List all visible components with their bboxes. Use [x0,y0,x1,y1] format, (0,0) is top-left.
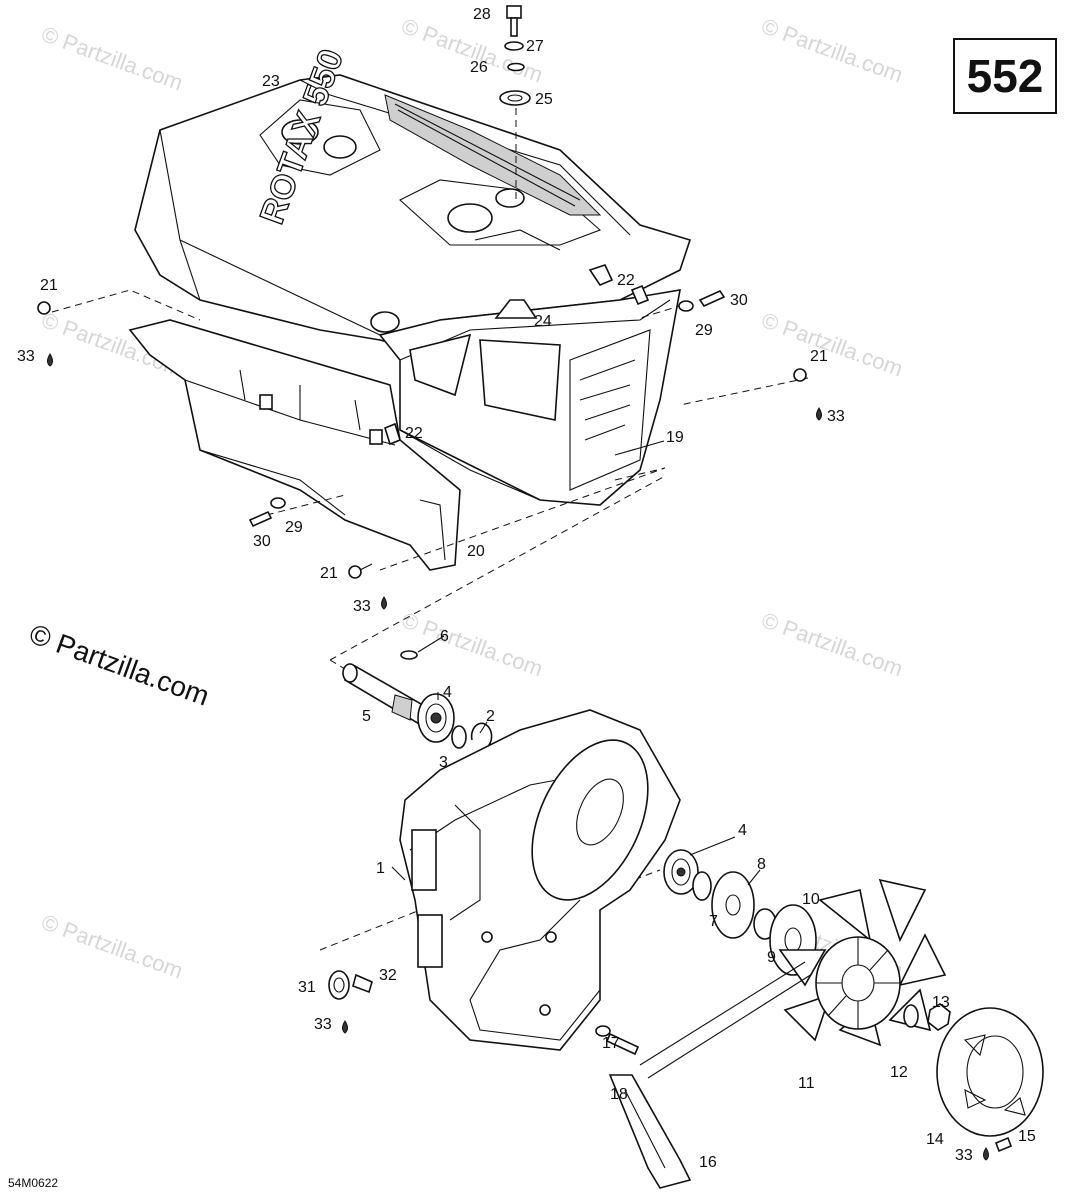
page-number: 552 [966,50,1044,102]
fan-housing-23: ROTAX 550 [134,44,692,346]
shim-3 [451,725,467,749]
washer-12 [903,1004,919,1028]
callout-6: 6 [440,628,449,645]
watermark: © Partzilla.com [398,13,546,87]
callout-20: 20 [467,543,485,560]
callout-12: 12 [890,1064,908,1081]
drop-icon [342,1020,348,1034]
callout-21: 21 [40,277,58,294]
bearing-4-upper [417,693,455,743]
spacer-7 [692,871,712,901]
nut-13 [927,1003,951,1031]
callout-3: 3 [439,754,448,771]
key-6 [400,650,418,660]
callout-33: 33 [353,598,371,615]
callout-13: 13 [932,994,950,1011]
callout-27: 27 [526,38,544,55]
callout-4: 4 [738,822,747,839]
fan-11 [778,878,947,1047]
screw-18 [605,1032,640,1056]
callout-30: 30 [253,533,271,550]
callout-26: 26 [470,59,488,76]
washer-17 [595,1025,611,1037]
pulley-half-8 [711,871,755,939]
callout-21: 21 [810,348,828,365]
drop-icon [816,407,822,421]
drop-icon [381,596,387,610]
upper-hardware [37,5,807,579]
callout-18: 18 [610,1086,628,1103]
callout-28: 28 [473,6,491,23]
callout-17: 17 [602,1035,620,1052]
circlip-2 [470,722,493,749]
callout-9: 9 [767,949,776,966]
callout-7: 7 [709,913,718,930]
callout-21: 21 [320,565,338,582]
callout-29: 29 [285,519,303,536]
callout-15: 15 [1018,1128,1036,1145]
leader-lines [391,440,761,886]
callout-1: 1 [376,860,385,877]
callout-23: 23 [262,73,280,90]
callout-11: 11 [798,1075,815,1092]
callout-4: 4 [443,684,452,701]
callout-19: 19 [666,429,684,446]
callout-33: 33 [314,1016,332,1033]
air-duct-19 [378,289,681,506]
callout-30: 30 [730,292,748,309]
callout-8: 8 [757,856,766,873]
callout-10: 10 [802,891,820,908]
screw-32 [352,973,373,994]
page-number-box: 552 [953,38,1057,114]
callout-29: 29 [695,322,713,339]
callout-22: 22 [617,272,635,289]
bearing-4-lower [663,849,699,895]
callout-14: 14 [926,1131,944,1148]
watermark: © Partzilla.com [758,607,906,681]
drop-icon [983,1147,989,1161]
callout-32: 32 [379,967,397,984]
callout-31: 31 [298,979,316,996]
assembly-lines-upper [51,96,809,571]
callout-22: 22 [405,425,423,442]
callout-24: 24 [534,313,552,330]
fan-cover-1 [399,709,681,1051]
cover-14 [936,1007,1044,1137]
watermark: © Partzilla.com [38,909,186,983]
watermark: © Partzilla.com [758,307,906,381]
lower-shroud-20 [128,319,461,571]
watermark: © Partzilla.com [398,607,546,681]
callout-25: 25 [535,91,553,108]
clamp-31 [328,970,350,1000]
callout-labels: 28 27 26 25 23 21 33 22 30 24 29 21 33 1… [17,6,1036,1171]
screw-15 [994,1136,1013,1153]
drop-icon [47,353,989,1161]
drawing-reference: 54M0622 [8,1176,59,1190]
belt-16 [608,1074,692,1189]
callout-2: 2 [486,708,495,725]
watermark: © Partzilla.com [38,21,186,95]
callout-16: 16 [699,1154,717,1171]
watermark: © Partzilla.com [758,13,906,87]
callout-33: 33 [955,1147,973,1164]
callout-33: 33 [827,408,845,425]
callout-5: 5 [362,708,371,725]
drop-icon [47,353,53,367]
callout-33: 33 [17,348,35,365]
